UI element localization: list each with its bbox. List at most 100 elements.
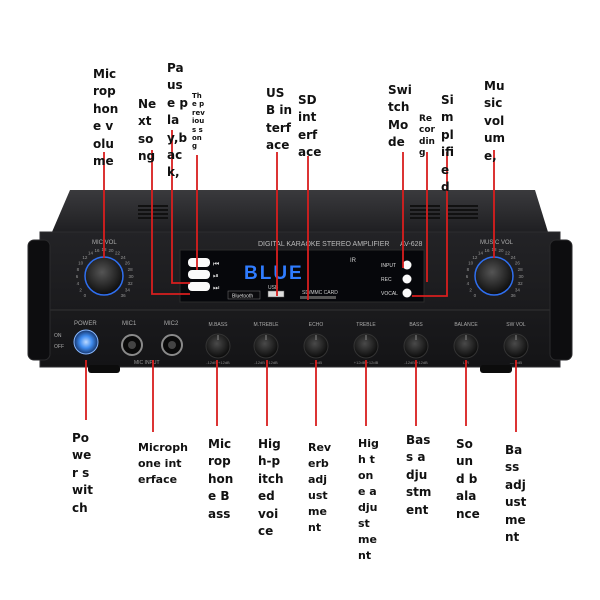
music-dial-tick-32: 32 — [518, 281, 524, 286]
knob-label-2: ECHO — [309, 322, 324, 328]
mode-button-input — [402, 260, 412, 270]
usb-port — [267, 290, 285, 298]
display-window — [179, 249, 425, 303]
mic-dial-tick-10: 10 — [78, 261, 84, 266]
label-switch-mode: Switch Mode — [388, 83, 412, 150]
music-dial-tick-14: 14 — [478, 251, 484, 256]
previous-icon: ⏮ — [213, 261, 219, 268]
music-dial-tick-4: 4 — [467, 281, 470, 286]
music-dial-tick-2: 2 — [469, 288, 472, 293]
sd-label: SD/MMC CARD — [302, 290, 338, 296]
label-microphone-bass: Microphone Bass — [208, 437, 234, 521]
mode-button-vocal — [402, 288, 412, 298]
music-dial-tick-36: 36 — [511, 293, 517, 298]
label-next-song: Next song — [138, 97, 157, 164]
ir-label: IR — [350, 258, 357, 264]
music-dial-tick-30: 30 — [518, 274, 524, 279]
mic-dial-tick-22: 22 — [115, 251, 121, 256]
label-music-volume: Music volume, — [484, 79, 506, 163]
knob-range-0: -12dB +12dB — [206, 360, 230, 365]
label-microphone-volume: Microphone volume — [93, 67, 119, 168]
mode-label-input: INPUT — [381, 263, 396, 269]
right-handle — [549, 239, 573, 361]
label-usb-interface: USB interface — [266, 86, 292, 153]
knob-label-0: M.BASS — [209, 322, 229, 328]
right-foot — [480, 365, 512, 373]
music-dial-tick-6: 6 — [466, 274, 469, 279]
music-volume-knob — [474, 256, 514, 296]
header-text: DIGITAL KARAOKE STEREO AMPLIFIER — [258, 241, 389, 248]
mic-dial-tick-8: 8 — [77, 267, 80, 272]
previous-song-button — [188, 258, 210, 267]
music-dial-tick-26: 26 — [515, 261, 521, 266]
label-high-pitched-voice: High-pitched voice — [258, 437, 284, 538]
play-pause-icon: ⏯ — [213, 273, 219, 280]
tone-knob-3 — [353, 333, 379, 359]
leader-lines — [85, 130, 517, 432]
mic-volume-knob — [84, 256, 124, 296]
leader-line-1 — [151, 150, 190, 295]
left-foot — [88, 365, 120, 373]
pause-play-button — [188, 270, 210, 279]
tone-knob-4 — [403, 333, 429, 359]
mode-label-rec: REC — [381, 277, 392, 283]
music-dial-tick-24: 24 — [511, 255, 517, 260]
display-readout: BLUE — [244, 263, 304, 284]
knob-label-6: SW VOL — [506, 322, 526, 328]
mode-button-rec — [402, 274, 412, 284]
next-song-button — [188, 282, 210, 291]
mic-dial-tick-14: 14 — [88, 251, 94, 256]
mic-dial-tick-32: 32 — [128, 281, 134, 286]
label-previous-song: The previous song — [192, 92, 205, 151]
knob-label-4: BASS — [409, 322, 423, 328]
chassis-top — [52, 190, 548, 232]
power-label: POWER — [74, 321, 97, 327]
tone-knob-2 — [303, 333, 329, 359]
playback-buttons: ⏮ ⏯ ⏭ — [188, 258, 220, 292]
label-simplified: Simplified — [441, 93, 455, 194]
mic1-label: MIC1 — [122, 321, 137, 327]
label-recording: Recording — [419, 114, 435, 158]
mic-dial-tick-6: 6 — [76, 274, 79, 279]
mic2-label: MIC2 — [164, 321, 179, 327]
mic-dial-tick-4: 4 — [77, 281, 80, 286]
mic-dial-tick-20: 20 — [108, 248, 114, 253]
label-sd-interface: SD interface — [298, 93, 322, 160]
music-dial-tick-34: 34 — [515, 288, 521, 293]
knob-label-3: TREBLE — [356, 322, 376, 328]
top-vents-left — [138, 205, 168, 219]
mic-dial-tick-28: 28 — [128, 267, 134, 272]
tone-knob-1 — [253, 333, 279, 359]
mic-dial-tick-26: 26 — [125, 261, 131, 266]
label-high-tone-adjustment: High tone adjustment — [358, 437, 379, 562]
music-vol-label: MUSIC VOL — [480, 240, 514, 246]
power-button — [73, 329, 99, 355]
usb-label: USB — [268, 285, 279, 291]
bluetooth-badge: Bluetooth — [232, 294, 253, 300]
music-dial-tick-12: 12 — [472, 255, 478, 260]
sd-slot — [300, 296, 336, 299]
mic-dial-tick-16: 16 — [94, 248, 100, 253]
tone-knob-5 — [453, 333, 479, 359]
model-text: AV-628 — [400, 241, 423, 248]
knob-label-1: M.TREBLE — [253, 322, 279, 328]
music-dial-tick-16: 16 — [484, 248, 490, 253]
label-microphone-interface: Microphone interface — [138, 441, 188, 486]
music-dial-tick-20: 20 — [498, 248, 504, 253]
label-reverb-adjustment: Reverb adjustment — [308, 441, 332, 534]
knob-label-5: BALANCE — [454, 322, 478, 328]
leader-line-8 — [412, 152, 448, 297]
power-off-label: OFF — [54, 344, 64, 350]
mic-dial-tick-0: 0 — [84, 293, 87, 298]
leader-line-2 — [171, 130, 190, 284]
label-pause-playback: Pause play,back, — [167, 61, 188, 180]
label-power-switch: Power switch — [72, 431, 93, 515]
mic-dial-tick-30: 30 — [128, 274, 134, 279]
top-vents-right — [410, 205, 478, 219]
mic-dial-tick-12: 12 — [82, 255, 88, 260]
mic-dial-tick-36: 36 — [121, 293, 127, 298]
label-bass-adjustment-1: Bass adjustment — [406, 433, 432, 517]
